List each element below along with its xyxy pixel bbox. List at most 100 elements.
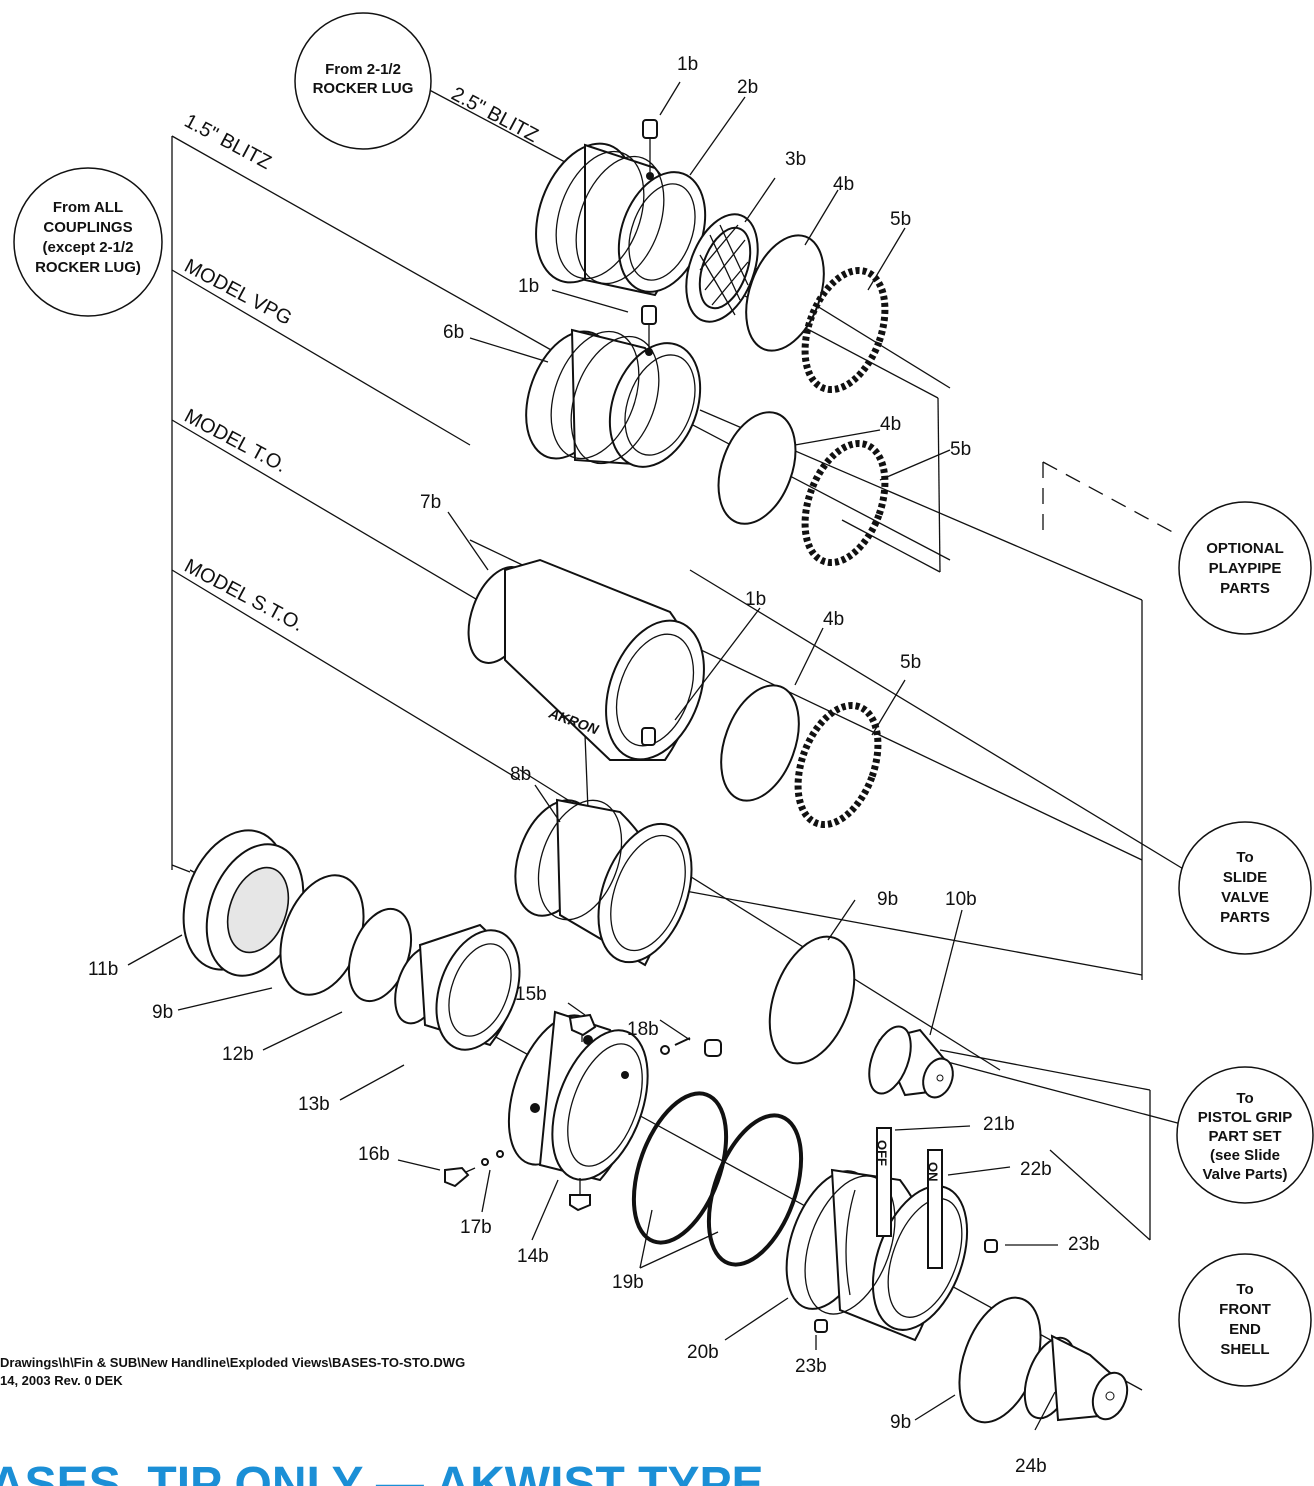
part-label: 1b	[518, 276, 539, 297]
model-label-blitz-15: 1.5" BLITZ	[181, 110, 275, 174]
part-label: 14b	[517, 1246, 549, 1267]
part-label: 21b	[983, 1114, 1015, 1135]
part-5b-ball-ring-a	[801, 266, 889, 394]
model-label-to: MODEL T.O.	[181, 405, 290, 477]
callout-text: OPTIONAL	[1206, 540, 1284, 557]
part-10b-tip	[868, 1025, 954, 1099]
part-label: 15b	[515, 984, 547, 1005]
part-label: 23b	[1068, 1234, 1100, 1255]
part-label: 6b	[443, 322, 464, 343]
part-label: 4b	[833, 174, 854, 195]
part-label: 19b	[612, 1272, 644, 1293]
part-label: 24b	[1015, 1456, 1047, 1477]
page-title: ASES, TIP ONLY — AKWIST TYPE	[0, 1458, 763, 1486]
leader-lines	[127, 81, 1058, 1431]
part-label: 9b	[877, 889, 898, 910]
callout-to-pistol-grip: To PISTOL GRIP PART SET (see Slide Valve…	[1176, 1066, 1314, 1204]
part-1b-set-screw-c	[641, 727, 656, 746]
callout-text: FRONT	[1219, 1301, 1271, 1318]
callout-text: From ALL	[53, 199, 123, 216]
part-label: 5b	[900, 652, 921, 673]
part-labels: 1b 2b 3b 4b 5b 1b 6b 4b 5b 7b 1b 4b 5b 8…	[88, 54, 1100, 1477]
part-1b-set-screw-b	[641, 305, 657, 356]
part-label: 22b	[1020, 1159, 1052, 1180]
part-label: 10b	[945, 889, 977, 910]
part-11b-adapter	[182, 829, 305, 977]
part-label: 12b	[222, 1044, 254, 1065]
callout-text: COUPLINGS	[43, 219, 132, 236]
part-7b-vpg-body: AKRON	[467, 558, 705, 761]
callout-text: ROCKER LUG	[313, 80, 414, 97]
model-label-sto: MODEL S.T.O.	[181, 555, 307, 636]
part-8b-to-body	[514, 798, 693, 967]
part-17b-ball	[481, 1150, 504, 1166]
part-14b-collar	[507, 1010, 649, 1182]
callout-text: PARTS	[1220, 909, 1270, 926]
part-label: 4b	[823, 609, 844, 630]
callout-text: PLAYPIPE	[1209, 560, 1282, 577]
part-label: 8b	[510, 764, 531, 785]
callout-to-front-end-shell: To FRONT END SHELL	[1178, 1253, 1312, 1387]
part-23b-pin-a	[984, 1239, 998, 1253]
callout-text: SLIDE	[1223, 869, 1267, 886]
part-label: 4b	[880, 414, 901, 435]
callout-text: SHELL	[1220, 1341, 1269, 1358]
callout-text: PART SET	[1208, 1128, 1281, 1145]
part-label: 18b	[627, 1019, 659, 1040]
part-23b-pin-b	[814, 1319, 828, 1333]
model-label-vpg: MODEL VPG	[181, 255, 296, 330]
callout-text: To	[1236, 1090, 1253, 1107]
strip-text-on: ON	[926, 1162, 941, 1182]
part-label: 1b	[745, 589, 766, 610]
part-label: 20b	[687, 1342, 719, 1363]
part-24b-tip	[1023, 1334, 1129, 1422]
part-9b-gasket-a	[768, 935, 856, 1065]
callout-text: VALVE	[1221, 889, 1269, 906]
part-label: 3b	[785, 149, 806, 170]
part-19b-oring-b	[706, 1113, 804, 1267]
part-label: 2b	[737, 77, 758, 98]
part-18b-detent	[660, 1037, 722, 1057]
part-label: 9b	[890, 1412, 911, 1433]
part-2b-coupling	[535, 142, 707, 297]
part-label: 1b	[677, 54, 698, 75]
part-4b-gasket-b	[717, 411, 797, 525]
part-20b-shell	[785, 1168, 969, 1342]
part-13b-sleeve	[394, 923, 521, 1051]
part-6b-coupling	[525, 328, 702, 468]
part-21b-label-strip: OFF	[875, 1127, 892, 1237]
part-15b-knob	[568, 1013, 597, 1042]
callout-text: PARTS	[1220, 580, 1270, 597]
part-22b-label-strip: ON	[926, 1149, 943, 1269]
part-label: 7b	[420, 492, 441, 513]
part-label: 11b	[88, 959, 118, 980]
callout-to-slide-valve: To SLIDE VALVE PARTS	[1178, 821, 1312, 955]
model-plane-outlines	[171, 84, 1186, 1391]
part-3b-screen	[685, 213, 759, 323]
callout-optional-playpipe: OPTIONAL PLAYPIPE PARTS	[1178, 501, 1312, 635]
part-label: 5b	[890, 209, 911, 230]
callout-text: From 2-1/2	[325, 61, 401, 78]
callout-text: (except 2-1/2	[43, 239, 134, 256]
file-path: Drawings\h\Fin & SUB\New Handline\Explod…	[0, 1355, 465, 1370]
part-5b-ball-ring-c	[794, 701, 882, 829]
part-15b-bottom-knob	[569, 1178, 591, 1212]
callout-text: END	[1229, 1321, 1261, 1338]
part-4b-gasket-c	[720, 684, 800, 802]
callout-text: PISTOL GRIP	[1198, 1109, 1292, 1126]
callout-text: (see Slide	[1210, 1147, 1280, 1164]
callout-from-all-couplings: From ALL COUPLINGS (except 2-1/2 ROCKER …	[13, 167, 163, 317]
part-label: 23b	[795, 1356, 827, 1377]
part-16b-knob	[444, 1166, 476, 1188]
callout-text: Valve Parts)	[1202, 1166, 1287, 1183]
file-revision: 14, 2003 Rev. 0 DEK	[0, 1373, 123, 1388]
callout-text: To	[1236, 1281, 1253, 1298]
model-label-blitz-25: 2.5" BLITZ	[448, 83, 542, 147]
part-5b-ball-ring-b	[801, 439, 889, 567]
part-label: 13b	[298, 1094, 330, 1115]
part-label: 5b	[950, 439, 971, 460]
part-label: 9b	[152, 1002, 173, 1023]
part-label: 16b	[358, 1144, 390, 1165]
strip-text-off: OFF	[875, 1140, 890, 1166]
callout-text: To	[1236, 849, 1253, 866]
